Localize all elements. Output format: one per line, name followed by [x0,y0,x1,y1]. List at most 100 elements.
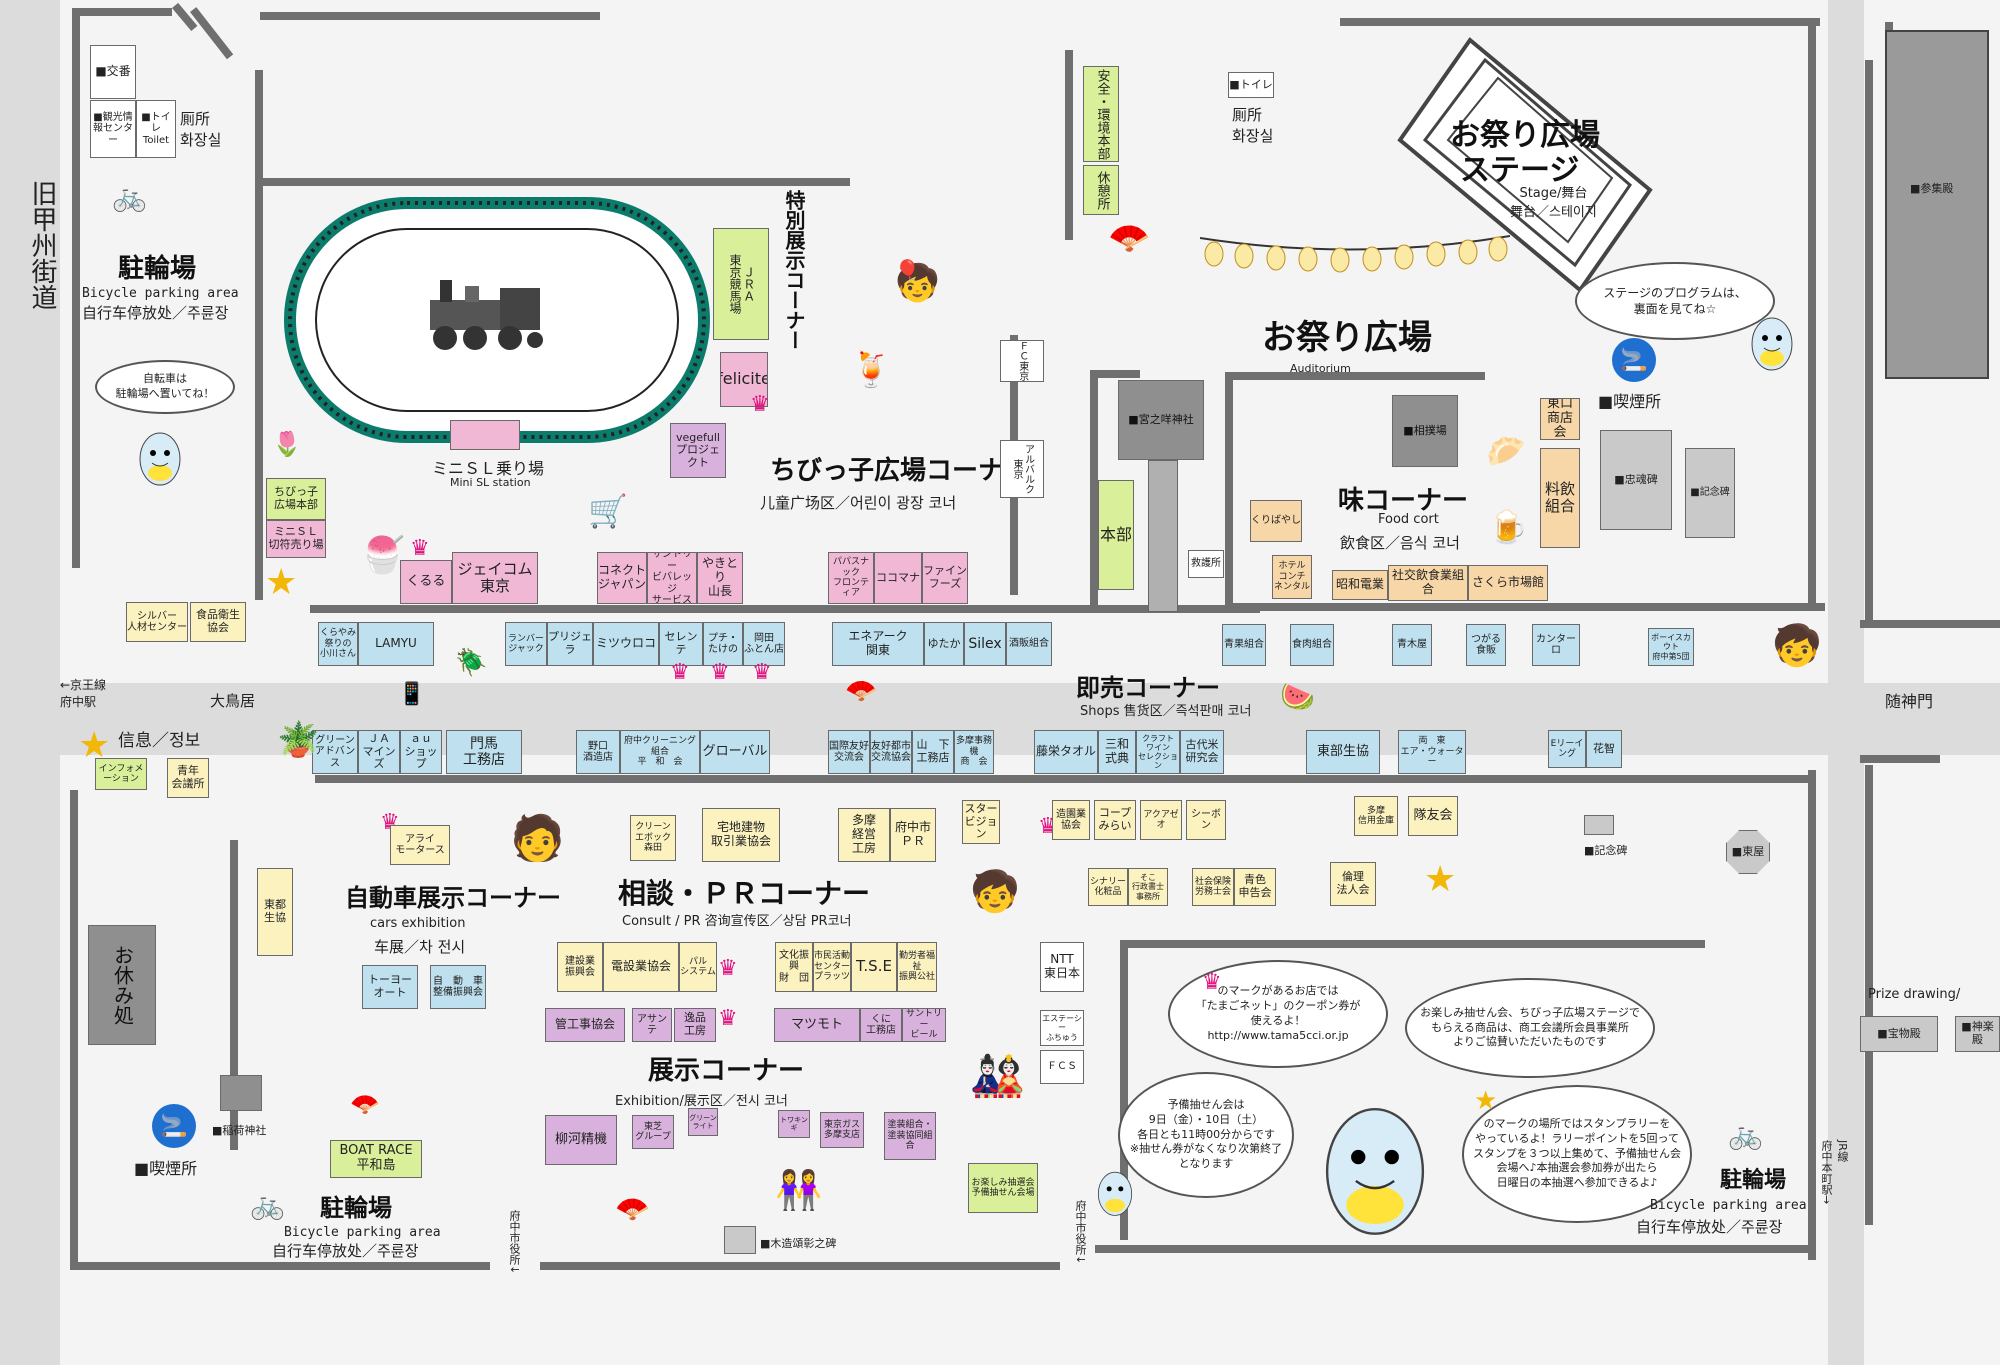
puchi-booth[interactable]: プチ・ たけの [703,622,743,666]
kuni-booth[interactable]: くに 工務店 [860,1008,902,1042]
cantaro-booth[interactable]: カンターロ [1532,624,1580,666]
noguchi-booth[interactable]: 野口 酒造店 [576,730,620,774]
papas-booth[interactable]: パパスナック フロンティア [828,552,874,604]
emaying-booth[interactable]: Eリーイング [1548,730,1586,768]
soko-booth[interactable]: そこ 行政書士 事務所 [1128,868,1168,906]
ippin-booth[interactable]: 逸品 工房 [674,1008,716,1042]
albirex-booth[interactable]: アルバルク 東京 [1000,440,1044,498]
prije-booth[interactable]: プリジェラ [547,622,593,666]
suntory-beer-booth[interactable]: サントリー ビール [902,1008,946,1042]
ja-minds-booth[interactable]: ＪＡ マインズ [358,730,400,774]
sake-union-booth[interactable]: 酒販組合 [1006,622,1052,666]
vegefull-booth[interactable]: vegefull プロジェクト [670,423,726,478]
tse-booth[interactable]: T.S.E [851,942,897,992]
tokyo-gas-booth[interactable]: 東京ガス 多摩支店 [820,1112,864,1148]
selente-booth[interactable]: セレンテ [659,622,703,666]
matsumoto-booth[interactable]: マツモト [774,1008,860,1042]
fujiei-towel-booth[interactable]: 藤栄タオル [1034,730,1098,774]
shabun-booth[interactable]: 社交飲食業組合 [1388,565,1468,601]
arai-motors-booth[interactable]: アライ モータース [390,825,450,865]
jra-booth[interactable]: ＪＲＡ 東京競馬場 [713,228,769,340]
fcs-booth[interactable]: ＦＣＳ [1040,1050,1084,1084]
ryoto-booth[interactable]: 両 東 エア・ウォーター [1398,730,1466,774]
silex-booth[interactable]: Silex [964,622,1006,666]
ntt-booth[interactable]: NTT 東日本 [1040,942,1084,992]
kodaimai-booth[interactable]: 古代米 研究会 [1180,730,1224,774]
meat-union-booth[interactable]: 食肉組合 [1290,624,1334,666]
star-vision-booth[interactable]: スター ビジョン [962,800,1000,844]
rest-area-booth[interactable]: 休憩所 [1083,165,1119,215]
silver-booth[interactable]: シルバー 人材センター [126,602,188,642]
tama-jimuki-booth[interactable]: 多摩事務機 商 会 [954,730,994,774]
headquarters[interactable]: 本部 [1098,480,1134,590]
yutaka-booth[interactable]: ゆたか [924,622,964,666]
koban[interactable]: ■交番 [90,45,136,99]
information-booth[interactable]: インフォメーション [95,758,147,790]
lampa-booth[interactable]: ランバー ジャック [505,622,547,666]
fc-tokyo-booth[interactable]: ＦＣ東京 [1000,340,1044,382]
toilet-top[interactable]: ■トイレ [1228,72,1274,98]
ryoin-booth[interactable]: 料飲 組合 [1540,448,1580,548]
pal-system-booth[interactable]: パル システム [679,942,717,992]
kuribayashi-booth[interactable]: くりばやし [1250,500,1302,542]
mini-sl-platform[interactable] [450,420,520,450]
yakitori-booth[interactable]: やきとり 山長 [697,552,743,604]
higashiguchi-booth[interactable]: 東口 商店会 [1540,398,1580,440]
sanwa-booth[interactable]: 三和 式典 [1098,730,1136,774]
first-aid[interactable]: 救護所 [1188,550,1224,578]
lamyu-booth[interactable]: LAMYU [358,622,434,666]
connect-japan-booth[interactable]: コネクト ジャパン [597,552,647,604]
hotel-continental-booth[interactable]: ホテル コンチ ネンタル [1272,555,1312,599]
green-advance-booth[interactable]: グリーン アドバンス [312,730,358,774]
yamashita-booth[interactable]: 山 下 工務店 [912,730,954,774]
takuchi-booth[interactable]: 宅地建物 取引業協会 [702,808,780,862]
aokiya-booth[interactable]: 青木屋 [1392,624,1432,666]
aquazeo-booth[interactable]: アクアゼオ [1140,800,1182,840]
bunka-booth[interactable]: 文化振興 財 団 [775,942,813,992]
rest-house[interactable]: お休み処 [88,925,156,1045]
clean-booth[interactable]: クリーン エボック 森田 [630,815,676,861]
safety-hq-booth[interactable]: 安全・環境本部 [1083,66,1119,162]
okada-booth[interactable]: 岡田 ふとん店 [743,622,785,666]
fuchu-pr-booth[interactable]: 府中市 ＰＲ [890,808,936,862]
suntory-bev-booth[interactable]: サントリー ビバレッジ サービス [647,552,697,604]
showa-booth[interactable]: 昭和電業 [1332,570,1388,600]
kids-hq-booth[interactable]: ちびっ子 広場本部 [266,478,326,520]
enearc-booth[interactable]: エネアーク 関東 [832,622,924,666]
tsugaru-booth[interactable]: つがる 食販 [1466,624,1506,666]
toso-booth[interactable]: 塗装組合・ 塗装協同組合 [884,1112,936,1160]
jcom-booth[interactable]: ジェイコム 東京 [452,552,538,604]
tourist-info-center[interactable]: ■観光情報センター [90,100,136,158]
kurayami-booth[interactable]: くらやみ 祭りの 小川さん [318,622,358,666]
tobu-seikyo-booth[interactable]: 東部生協 [1306,730,1380,774]
mini-sl-ticket-booth[interactable]: ミニＳＬ 切符売り場 [266,520,326,558]
densetsu-booth[interactable]: 電設業協会 [603,942,679,992]
craft-wine-booth[interactable]: クラフト ワイン セレクション [1136,730,1180,774]
kinro-booth[interactable]: 勤労者福祉 振興公社 [897,942,937,992]
tamashin-booth[interactable]: 多摩 信用金庫 [1354,796,1398,836]
toyo-auto-booth[interactable]: トーヨー オート [362,965,418,1009]
toilet[interactable]: ■トイレ Toilet [136,100,176,158]
tama-keiei-booth[interactable]: 多摩 経営 工房 [838,808,890,862]
seaborn-booth[interactable]: シーボン [1186,800,1226,840]
hanatomo-booth[interactable]: 花智 [1586,730,1622,768]
youth-chamber-booth[interactable]: 青年 会議所 [167,758,209,798]
cleaning-union-booth[interactable]: 府中クリーニング組合 平 和 会 [620,730,700,774]
kokusai-booth[interactable]: 国際友好 交流会 [828,730,870,774]
fine-foods-booth[interactable]: ファイン フーズ [922,552,968,604]
kokomana-booth[interactable]: ココマナ [874,552,922,604]
shimin-booth[interactable]: 市民活動 センター プラッツ [813,942,851,992]
yanagawa-booth[interactable]: 柳河精機 [545,1115,617,1165]
boat-race-booth[interactable]: BOAT RACE 平和島 [330,1140,422,1178]
au-shop-booth[interactable]: ａｕ ショップ [400,730,442,774]
kadoma-booth[interactable]: 門馬 工務店 [446,730,522,774]
food-sanitation-booth[interactable]: 食品衛生 協会 [190,602,246,642]
sakura-market-booth[interactable]: さくら市場館 [1468,565,1548,601]
zoen-booth[interactable]: 造園業 協会 [1052,800,1090,840]
towakou-booth[interactable]: トワキンギ [778,1110,810,1138]
tobu-seikyo-left-booth[interactable]: 東都 生協 [257,868,293,956]
sinary-booth[interactable]: シナリー 化粧品 [1088,868,1128,906]
coop-mirai-booth[interactable]: コープ みらい [1094,800,1136,840]
asante-booth[interactable]: アサンテ [632,1008,672,1042]
mitsuuroko-booth[interactable]: ミツウロコ [593,622,659,666]
